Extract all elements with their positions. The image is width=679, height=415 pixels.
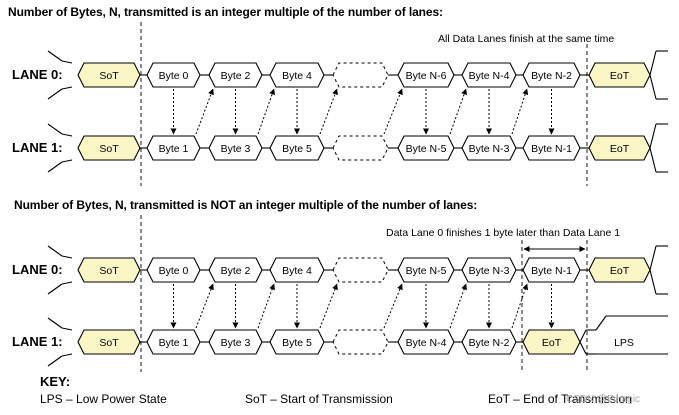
a-lane0-packet-label-1: Byte 0 (159, 70, 189, 82)
key-title: KEY: (40, 374, 71, 389)
b-lane1-packet-label-7: EoT (542, 337, 562, 349)
a-lane1-lp-fall-top (649, 123, 657, 149)
a-lane1-lp-rise-top (47, 123, 63, 135)
key-item-sot: SoT – Start of Transmission (245, 392, 393, 406)
b-lane0-packet-label-6: Byte N-3 (469, 265, 510, 277)
a-lane1-packet-label-2: Byte 3 (221, 143, 251, 155)
b-lane0-lp-fall-bottom (649, 269, 657, 295)
a-diag-arrow-6 (511, 88, 529, 135)
a-lane0-packet-label-6: Byte N-4 (469, 70, 510, 82)
b-lane1-packet-label-1: Byte 1 (159, 337, 189, 349)
a-lane1-packet-label-1: Byte 1 (159, 143, 189, 155)
b-lane0-lead-top (61, 255, 73, 259)
lane-label-b0: LANE 0: (12, 262, 63, 277)
heading-not-integer-multiple: Number of Bytes, N, transmitted is NOT a… (14, 198, 478, 212)
key-item-lps: LPS – Low Power State (40, 392, 167, 406)
lane-label-a1: LANE 1: (12, 140, 63, 155)
a-lane1-packet-label-8: EoT (610, 143, 630, 155)
a-lane1-lead-top (61, 133, 73, 137)
b-lane0-packet-label-1: Byte 0 (159, 265, 189, 277)
b-lane1-lps-label: LPS (614, 337, 634, 349)
b-lane1-packet-label-0: SoT (99, 337, 119, 349)
note-lane0-later: Data Lane 0 finishes 1 byte later than D… (386, 227, 621, 239)
b-lane0-packet-label-7: Byte N-1 (531, 265, 572, 277)
a-lane1-packet-label-6: Byte N-3 (469, 143, 510, 155)
a-lane0-packet-label-0: SoT (99, 70, 119, 82)
note-same-finish: All Data Lanes finish at the same time (438, 33, 615, 45)
a-lane0-lp-rise-bottom (47, 88, 63, 100)
b-lane0-packet-4 (332, 257, 389, 283)
a-lane0-packet-label-3: Byte 4 (282, 70, 312, 82)
a-diag-arrow-2 (257, 88, 275, 135)
b-lane1-lps-join-top (579, 329, 587, 343)
b-diag-arrow-4 (383, 283, 403, 329)
a-diag-arrow-1 (195, 88, 214, 135)
b-lane0-packet-label-2: Byte 2 (221, 265, 251, 277)
b-lane1-lead-top (61, 327, 73, 331)
a-lane0-packet-label-5: Byte N-6 (406, 70, 447, 82)
b-lane0-lp-fall-top (649, 245, 657, 271)
b-lane0-lead-bottom (61, 281, 73, 285)
a-lane0-lead-bottom (61, 86, 73, 90)
b-lane1-lps-rise (595, 315, 607, 331)
b-lane1-packet-label-3: Byte 5 (282, 337, 312, 349)
b-lane0-packet-label-8: EoT (610, 265, 630, 277)
b-lane0-packet-label-5: Byte N-5 (406, 265, 447, 277)
b-lane0-lp-rise-top (47, 245, 63, 257)
a-lane1-packet-label-0: SoT (99, 143, 119, 155)
a-lane1-packet-4 (332, 135, 389, 161)
lane-label-b1: LANE 1: (12, 334, 63, 349)
a-lane1-lp-fall-bottom (649, 147, 657, 173)
b-diag-arrow-1 (195, 283, 214, 329)
a-lane0-lp-rise-top (47, 50, 63, 62)
a-lane0-packet-4 (332, 62, 389, 88)
a-lane0-lp-fall-top (649, 50, 657, 76)
b-lane1-packet-4 (332, 329, 389, 355)
a-lane0-packet-label-7: Byte N-2 (531, 70, 572, 82)
a-lane0-packet-label-8: EoT (610, 70, 630, 82)
b-lane0-packet-label-0: SoT (99, 265, 119, 277)
a-lane1-packet-label-7: Byte N-1 (531, 143, 572, 155)
b-lane1-lp-rise-top (47, 317, 63, 329)
b-lane1-lp-rise-bottom (47, 355, 63, 367)
b-lane1-packet-label-6: Byte N-2 (469, 337, 510, 349)
a-diag-arrow-4 (383, 88, 403, 135)
a-diag-arrow-3 (319, 88, 338, 135)
b-diag-arrow-3 (319, 283, 338, 329)
b-lane1-lps-join-bottom (579, 341, 587, 355)
lane-label-a0: LANE 0: (12, 67, 63, 82)
a-lane0-lp-fall-bottom (649, 74, 657, 100)
b-lane1-packet-label-2: Byte 3 (221, 337, 251, 349)
a-lane1-lp-rise-bottom (47, 161, 63, 173)
heading-integer-multiple: Number of Bytes, N, transmitted is an in… (8, 5, 443, 19)
a-lane1-lead-bottom (61, 159, 73, 163)
b-diag-arrow-6 (511, 283, 529, 329)
b-diag-arrow-2 (257, 283, 275, 329)
b-lane1-packet-label-5: Byte N-4 (406, 337, 447, 349)
b-lane1-lead-bottom (61, 353, 73, 357)
b-diag-arrow-5 (449, 283, 467, 329)
key-item-eot: EoT – End of Transmission (488, 392, 632, 406)
a-lane1-packet-label-3: Byte 5 (282, 143, 312, 155)
a-lane1-packet-label-5: Byte N-5 (406, 143, 447, 155)
a-lane0-packet-label-2: Byte 2 (221, 70, 251, 82)
b-lane0-lp-rise-bottom (47, 283, 63, 295)
watermark: CSDN @Fmagic (566, 394, 641, 405)
a-diag-arrow-5 (449, 88, 467, 135)
b-lane0-packet-label-3: Byte 4 (282, 265, 312, 277)
a-lane0-lead-top (61, 60, 73, 64)
